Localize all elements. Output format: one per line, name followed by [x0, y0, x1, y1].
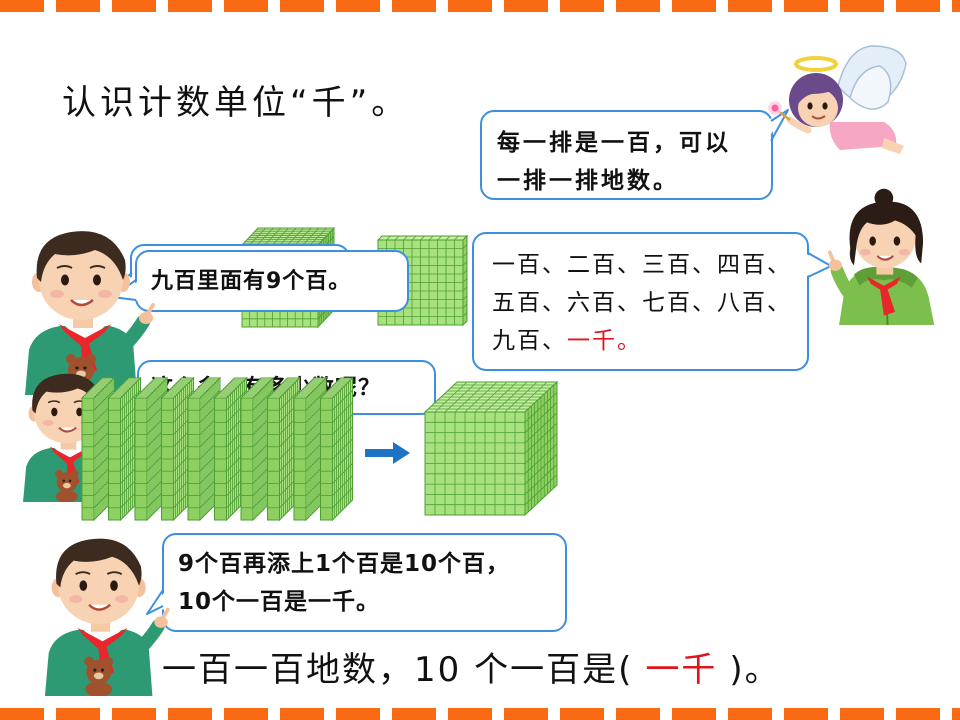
summary-sentence: 一百一百地数，10 个一百是( 一千 )。 [162, 648, 781, 692]
boy-character-icon [15, 365, 125, 502]
hundred-flat-edge [187, 397, 201, 521]
cube-side-face [524, 380, 558, 517]
hundred-flat-edge [293, 397, 307, 521]
top-dashed-border [0, 0, 960, 12]
bubble-text-line: 10个一百是一千。 [178, 589, 381, 615]
cube-top-face [423, 381, 559, 413]
hundred-flat-edge [134, 397, 148, 521]
bubble-text-line: 一百、二百、三百、四百、 [492, 252, 792, 278]
speech-bubble-angel: 每一排是一百，可以 一排一排地数。 [480, 110, 773, 200]
bubble-text-line: 9个百再添上1个百是10个百， [178, 551, 511, 577]
boy-character-icon [35, 528, 170, 696]
hundred-flat-stack-top [240, 227, 336, 246]
hundred-flat-edge [240, 397, 254, 521]
highlight-text: 一千。 [567, 328, 642, 354]
angel-character-icon [768, 42, 908, 167]
hundred-flat-edge [267, 397, 280, 521]
hundred-flat-top [376, 235, 469, 241]
page-title: 认识计数单位“千”。 [62, 83, 410, 123]
speech-bubble-angel-tail [766, 109, 789, 142]
summary-text: 一百一百地数，10 个一百是( [162, 650, 634, 690]
bubble-text-line: 九百、一千。 [492, 322, 807, 360]
bubble-text-line: 一排一排地数。 [497, 168, 679, 194]
bubble-text-segment: 九百、 [492, 328, 567, 354]
summary-answer: 一千 [645, 650, 718, 690]
arrow-right-icon [365, 442, 410, 464]
bubble-text: 九百里面有9个百。 [151, 269, 352, 294]
speech-bubble-girl: 一百、二百、三百、四百、 五百、六百、七百、八百、 九百、一千。 [472, 232, 809, 371]
bubble-text-line: 每一排是一百，可以 [497, 130, 731, 156]
hundred-flat-edge [320, 397, 333, 521]
hundred-flat-edge [161, 397, 174, 521]
hundred-flat-edge [214, 397, 227, 521]
summary-text-end: )。 [729, 650, 781, 690]
speech-bubble-boy-bottom-tail [146, 588, 168, 615]
hundred-flat-side [462, 234, 468, 327]
bubble-text: 这么多，有多少数呢？ [151, 376, 382, 401]
speech-bubble-boy-top: 九百里面有9个百。 [135, 250, 409, 312]
bubble-text-line: 五百、六百、七百、八百、 [492, 290, 792, 316]
cube-front-face [424, 411, 526, 516]
speech-bubble-boy-middle: 这么多，有多少数呢？ [137, 360, 436, 415]
speech-bubble-boy-bottom: 9个百再添上1个百是10个百， 10个一百是一千。 [162, 533, 567, 632]
girl-character-icon [826, 185, 938, 325]
bottom-dashed-border [0, 708, 960, 720]
